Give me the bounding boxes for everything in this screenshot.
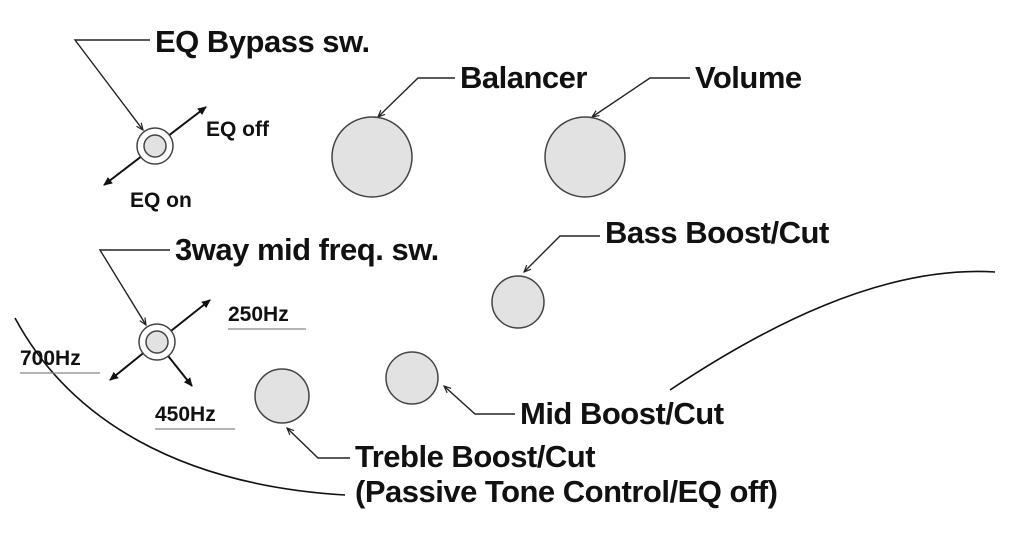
volume-leader [592,77,690,117]
body-outline-upper [669,270,996,391]
mid-frequency-switch[interactable] [109,299,211,387]
eq-bypass-switch[interactable] [103,106,207,186]
balancer-leader [378,77,455,117]
body-outline-lower [14,317,346,496]
balancer-knob[interactable] [331,116,413,198]
treble-note-label: (Passive Tone Control/EQ off) [355,474,777,509]
eq-bypass-label: EQ Bypass sw. [155,24,370,59]
balancer-label: Balancer [460,60,587,95]
mid-leader [444,386,515,415]
bass-label: Bass Boost/Cut [605,215,829,250]
mid-knob[interactable] [385,351,439,405]
treble-label: Treble Boost/Cut [355,439,595,474]
mid-switch-label: 3way mid freq. sw. [175,232,439,267]
eq-on-label: EQ on [130,189,192,212]
mid-label: Mid Boost/Cut [520,396,724,431]
mid-switch-leader [98,249,170,325]
treble-knob[interactable] [254,368,310,424]
hz450-label: 450Hz [155,403,216,426]
bass-knob[interactable] [491,275,545,329]
hz250-label: 250Hz [228,303,289,326]
eq-bypass-leader [73,39,150,130]
eq-off-label: EQ off [206,118,270,141]
volume-knob[interactable] [544,116,626,198]
volume-label: Volume [695,60,802,95]
hz700-label: 700Hz [20,347,81,370]
bass-leader [524,235,600,272]
treble-leader [287,428,350,459]
